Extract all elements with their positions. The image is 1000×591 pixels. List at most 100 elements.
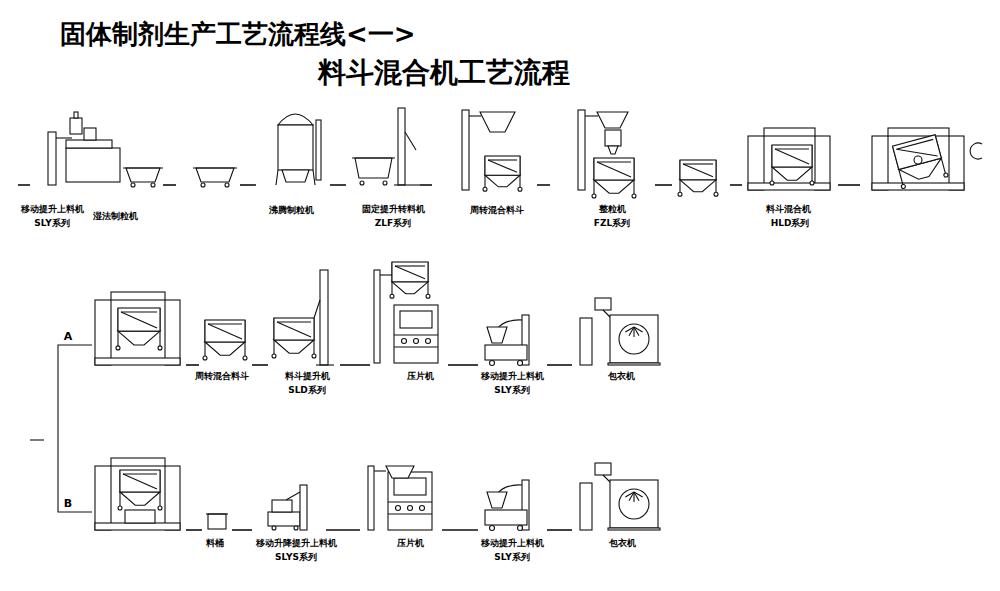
spray-line <box>629 492 634 501</box>
coater-foot <box>608 363 660 365</box>
wheel <box>294 526 298 530</box>
coater-drum <box>619 324 649 354</box>
coater-cabinet <box>610 480 658 528</box>
wheel <box>490 526 495 531</box>
tilted-bin <box>891 134 949 189</box>
lift-column <box>398 108 405 185</box>
lift-arm <box>469 115 481 116</box>
wheel <box>490 361 495 366</box>
machine-label: 包衣机 <box>608 372 635 382</box>
floor-dash <box>186 364 199 366</box>
hopper <box>480 112 515 132</box>
feed-box <box>595 298 611 310</box>
material-drum <box>208 514 226 529</box>
press-knob <box>408 506 413 511</box>
branch-bracket <box>58 345 92 512</box>
wheel <box>312 354 316 358</box>
blender-pillar <box>95 466 111 530</box>
press-window <box>394 478 426 495</box>
trolley-rim <box>193 167 237 168</box>
ibc-brace <box>896 139 937 165</box>
ibc-cone <box>485 175 520 187</box>
title: 固体制剂生产工艺流程线<一> <box>60 20 416 49</box>
ibc-brace <box>395 266 425 279</box>
press-panel <box>394 334 438 335</box>
model-label: SLY系列 <box>494 553 529 563</box>
ibc-rim <box>123 473 157 474</box>
lift-column <box>300 485 307 530</box>
ibc-rim <box>395 265 425 266</box>
fluid-bed-pipe <box>316 120 321 180</box>
ibc-cone <box>120 492 160 505</box>
machine-label: 周转混合料斗 <box>195 372 249 382</box>
ibc-brace <box>208 324 242 339</box>
wheel <box>243 356 247 360</box>
ibc-bin <box>274 318 314 340</box>
coater-foot <box>608 528 660 530</box>
blender-base <box>95 523 180 530</box>
blender-pillar <box>949 136 964 190</box>
fluid-bed-leg <box>313 170 315 185</box>
press-window <box>400 311 432 328</box>
lower-bin <box>125 510 155 523</box>
machine-label: 沸腾制粒机 <box>269 206 314 216</box>
wheel <box>116 346 120 350</box>
ibc-bin <box>680 160 716 180</box>
press-knob <box>396 506 401 511</box>
lift-base <box>268 512 300 526</box>
coater-drum <box>619 489 649 519</box>
lift-arm <box>314 300 320 318</box>
granulator-lid <box>66 140 112 148</box>
ibc-bin <box>118 308 160 331</box>
press-panel <box>388 513 432 514</box>
press-knob <box>420 506 425 511</box>
lift-base <box>485 510 527 525</box>
wheel <box>272 354 276 358</box>
spray-line <box>629 327 634 336</box>
drum-lid <box>206 513 228 514</box>
press-panel <box>394 346 438 347</box>
floor-dash <box>537 184 550 186</box>
machine-label: 压片机 <box>407 372 434 382</box>
wheel <box>810 181 814 185</box>
ibc-cone <box>772 167 812 180</box>
blender-pillar <box>872 136 888 190</box>
floor-dash <box>448 364 478 366</box>
machine-label: 固定提升转料机 <box>362 205 425 215</box>
fluid-bed-leg <box>276 170 278 185</box>
fluid-bed-bowl <box>282 170 309 182</box>
lift-column <box>462 110 469 190</box>
lift-arm <box>585 115 598 116</box>
granulator-body <box>66 148 120 182</box>
blender-base <box>872 183 964 190</box>
ibc-brace <box>597 162 631 177</box>
blender-beam <box>888 128 949 136</box>
floor-dash <box>442 529 478 531</box>
feed-pipe <box>603 475 610 482</box>
press-knob <box>414 339 419 344</box>
lift-column <box>578 110 585 190</box>
floor-dash <box>18 184 30 186</box>
ibc-cone <box>274 340 314 353</box>
press-arm <box>374 470 386 471</box>
coater-stand <box>580 483 592 530</box>
wheel <box>770 181 774 185</box>
wheel <box>203 356 207 360</box>
lift-hopper <box>487 492 507 508</box>
ibc-cone <box>205 342 245 355</box>
floor-dash <box>240 184 256 186</box>
wheel <box>483 187 487 191</box>
trolley-tub <box>126 168 160 182</box>
branch-letter: A <box>64 331 73 343</box>
machine-label: 料斗混合机 <box>766 205 811 215</box>
ibc-brace <box>121 312 157 328</box>
lift-foot <box>394 184 420 185</box>
blender-hub <box>914 156 922 164</box>
ibc-brace <box>123 474 157 489</box>
machine-label: 料斗提升机 <box>285 372 330 382</box>
blender-pillar <box>165 466 180 530</box>
press-body <box>388 472 432 530</box>
spray-line <box>634 327 643 332</box>
lift-arm <box>56 137 72 138</box>
